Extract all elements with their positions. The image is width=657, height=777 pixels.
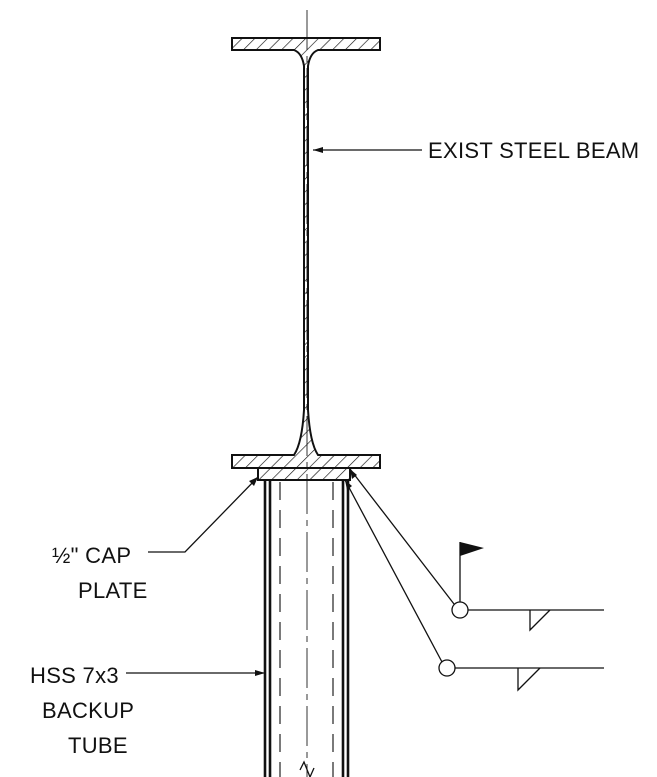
tube-label-line2: BACKUP: [42, 698, 134, 723]
cap-plate-label-line2: PLATE: [78, 578, 148, 603]
steel-beam-section: [231, 37, 381, 469]
weld-symbol-upper: [349, 468, 604, 632]
cap-plate-label-line1: ½" CAP: [52, 543, 131, 568]
field-weld-flag-icon: [460, 542, 484, 556]
tube-leader: [126, 670, 265, 676]
hss-backup-tube: [263, 480, 350, 777]
beam-leader: [313, 147, 422, 153]
tube-label-line1: HSS 7x3: [30, 663, 119, 688]
beam-label: EXIST STEEL BEAM: [428, 138, 639, 163]
beam-top-flange: [231, 37, 381, 469]
tube-label-line3: TUBE: [68, 733, 128, 758]
break-line: [299, 760, 315, 777]
cap-plate-leader: [148, 476, 259, 553]
weld-symbol-lower: [344, 479, 604, 692]
cap-plate: [257, 467, 351, 481]
